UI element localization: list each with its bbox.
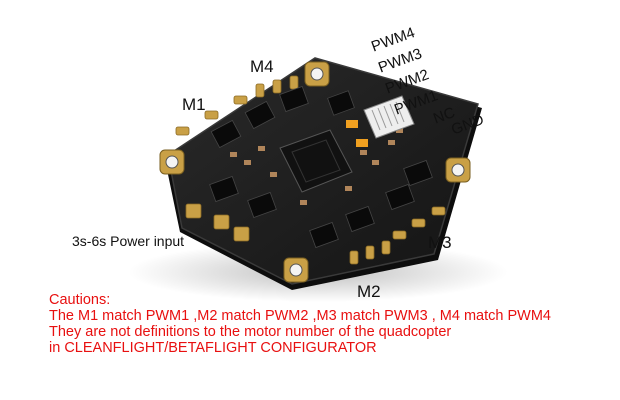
motor-pads-m3 — [392, 206, 446, 240]
motor-label-m3: M3 — [428, 233, 452, 252]
smd-components — [230, 120, 403, 205]
power-input-label: 3s-6s Power input — [72, 233, 185, 249]
central-chip — [279, 129, 353, 193]
motor-label-m2: M2 — [357, 282, 381, 301]
cautions-line: They are not definitions to the motor nu… — [49, 324, 452, 340]
motor-pads-m2 — [349, 240, 391, 265]
mounting-hole — [159, 149, 185, 175]
motor-label-m1: M1 — [182, 95, 206, 114]
power-input-pads — [185, 203, 250, 242]
cautions-line: in CLEANFLIGHT/BETAFLIGHT CONFIGURATOR — [49, 340, 377, 356]
signal-connector — [363, 95, 415, 139]
mounting-hole — [445, 157, 471, 183]
cautions-line: The M1 match PWM1 ,M2 match PWM2 ,M3 mat… — [49, 308, 551, 324]
motor-pads-m1 — [175, 95, 248, 136]
cautions-title: Cautions: — [49, 292, 111, 308]
mounting-hole — [283, 257, 309, 283]
esc-board — [159, 57, 482, 290]
mosfet-chips — [209, 85, 433, 249]
mounting-hole — [304, 61, 330, 87]
motor-label-m4: M4 — [250, 57, 274, 76]
cautions-text: Cautions: The M1 match PWM1 ,M2 match PW… — [49, 292, 551, 356]
